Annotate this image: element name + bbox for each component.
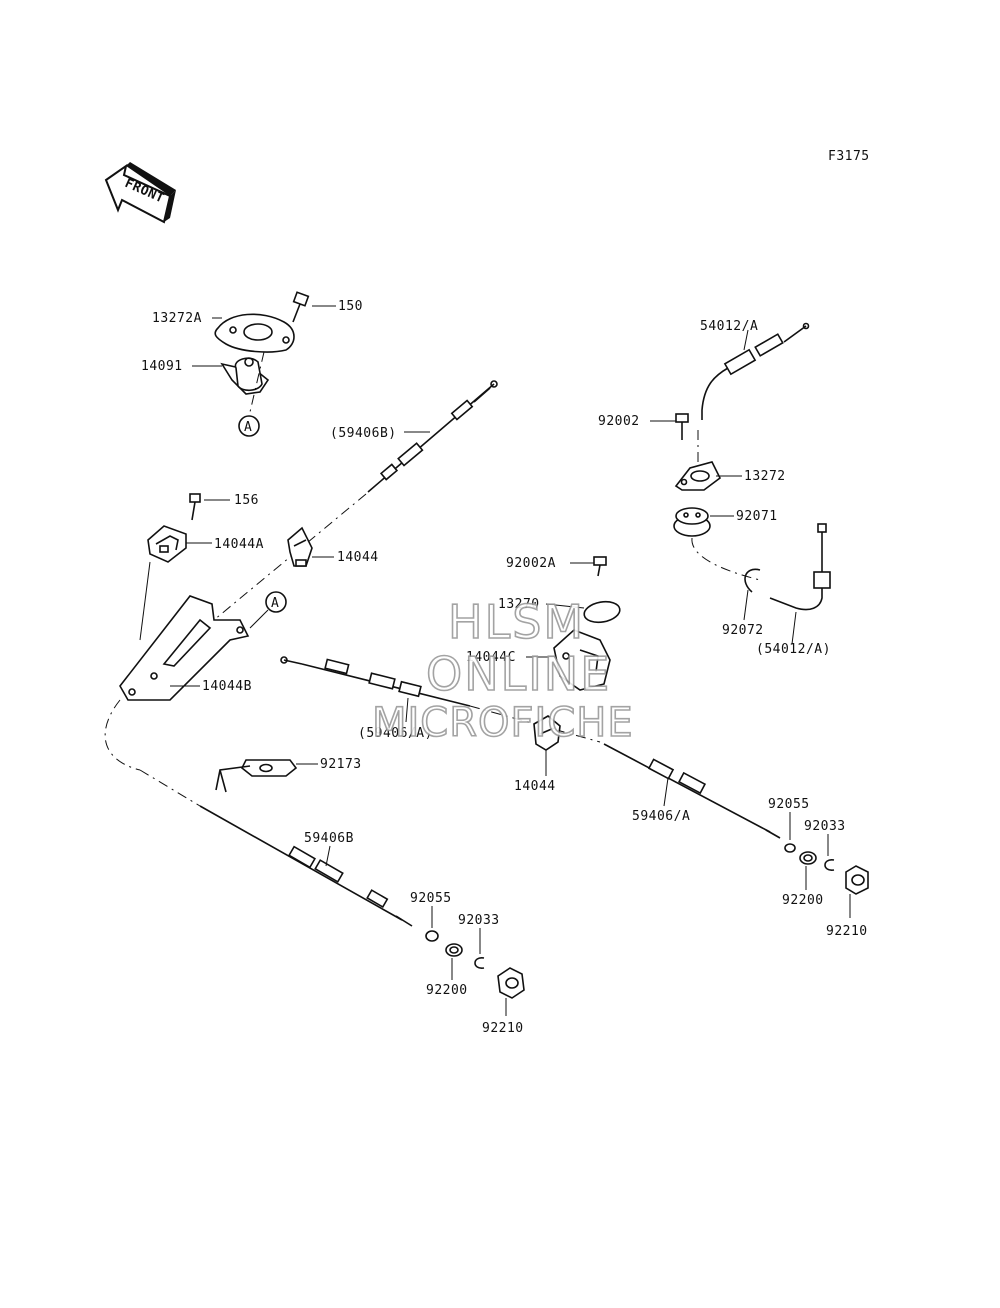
svg-text:A: A: [244, 420, 252, 435]
ref-circle-a-upper: A: [238, 415, 260, 437]
label-92002A: 92002A: [506, 556, 556, 571]
bracket-92173: [215, 759, 298, 793]
bolt-92002: [675, 413, 689, 440]
bracket-14044B: [119, 595, 250, 701]
bolt-92002A: [593, 556, 607, 577]
label-14044A: 14044A: [214, 537, 264, 552]
label-92210-left: 92210: [482, 1021, 524, 1036]
clamp-14044-upper: [287, 526, 313, 567]
watermark-line1: HLSM: [448, 595, 585, 649]
cable-59406A-lower: [603, 743, 781, 839]
bolt-156: [189, 493, 201, 521]
label-150: 150: [338, 299, 363, 314]
label-59406A-paren: (59406/A): [358, 726, 433, 741]
cable-54012A-lower: [769, 523, 831, 611]
front-arrow-icon: FRONT: [104, 162, 176, 224]
washer-92200-left: [445, 943, 463, 957]
label-13270: 13270: [498, 597, 540, 612]
label-54012A: 54012/A: [700, 319, 758, 334]
cable-54012A-upper: [701, 322, 810, 420]
label-92200-left: 92200: [426, 983, 468, 998]
nut-92210-right: [845, 865, 869, 895]
plate-13272: [674, 461, 722, 491]
label-13272: 13272: [744, 469, 786, 484]
watermark-line2: ONLINE: [426, 647, 611, 701]
label-59406A: 59406/A: [632, 809, 690, 824]
watermark-line3: MICROFICHE: [372, 700, 634, 746]
figure-code: F3175: [828, 149, 870, 164]
washer-92200-right: [799, 851, 817, 865]
label-92002: 92002: [598, 414, 640, 429]
label-92210-right: 92210: [826, 924, 868, 939]
grommet-14091: [220, 351, 270, 413]
clamp-14044A: [147, 525, 187, 563]
label-156: 156: [234, 493, 259, 508]
label-13272A: 13272A: [152, 311, 202, 326]
cable-59406B-upper: [367, 380, 498, 493]
label-92033-right: 92033: [804, 819, 846, 834]
lockwasher-92033-right: [824, 859, 835, 871]
plate-13270: [583, 600, 621, 624]
svg-text:A: A: [271, 596, 279, 611]
watermark: HLSM ONLINE MICROFICHE: [371, 594, 634, 747]
gasket-13272A: [214, 313, 295, 353]
lockwasher-92033-left: [474, 957, 485, 969]
washer-92055-right: [784, 843, 796, 853]
label-92071: 92071: [736, 509, 778, 524]
label-14044-lower: 14044: [514, 779, 556, 794]
label-92033-left: 92033: [458, 913, 500, 928]
washer-92055-left: [425, 930, 439, 942]
clip-92072: [744, 568, 761, 593]
label-14044C: 14044C: [466, 650, 516, 665]
label-14091: 14091: [141, 359, 183, 374]
label-14044B: 14044B: [202, 679, 252, 694]
cable-59406B-lower: [139, 769, 413, 927]
label-54012A-paren: (54012/A): [756, 642, 831, 657]
label-92200-right: 92200: [782, 893, 824, 908]
grommet-92071: [673, 507, 711, 537]
clamp-14044-lower: [533, 715, 561, 751]
label-59406B-paren: (59406B): [330, 426, 397, 441]
nut-92210-left: [497, 967, 525, 999]
ref-circle-a-lower: A: [249, 591, 287, 629]
bolt-150: [292, 291, 336, 323]
label-59406B: 59406B: [304, 831, 354, 846]
label-92055-right: 92055: [768, 797, 810, 812]
label-92173: 92173: [320, 757, 362, 772]
label-92072: 92072: [722, 623, 764, 638]
label-14044-upper: 14044: [337, 550, 379, 565]
cable-59406A: [280, 656, 471, 707]
clamp-14044C: [553, 629, 611, 691]
label-92055-left: 92055: [410, 891, 452, 906]
